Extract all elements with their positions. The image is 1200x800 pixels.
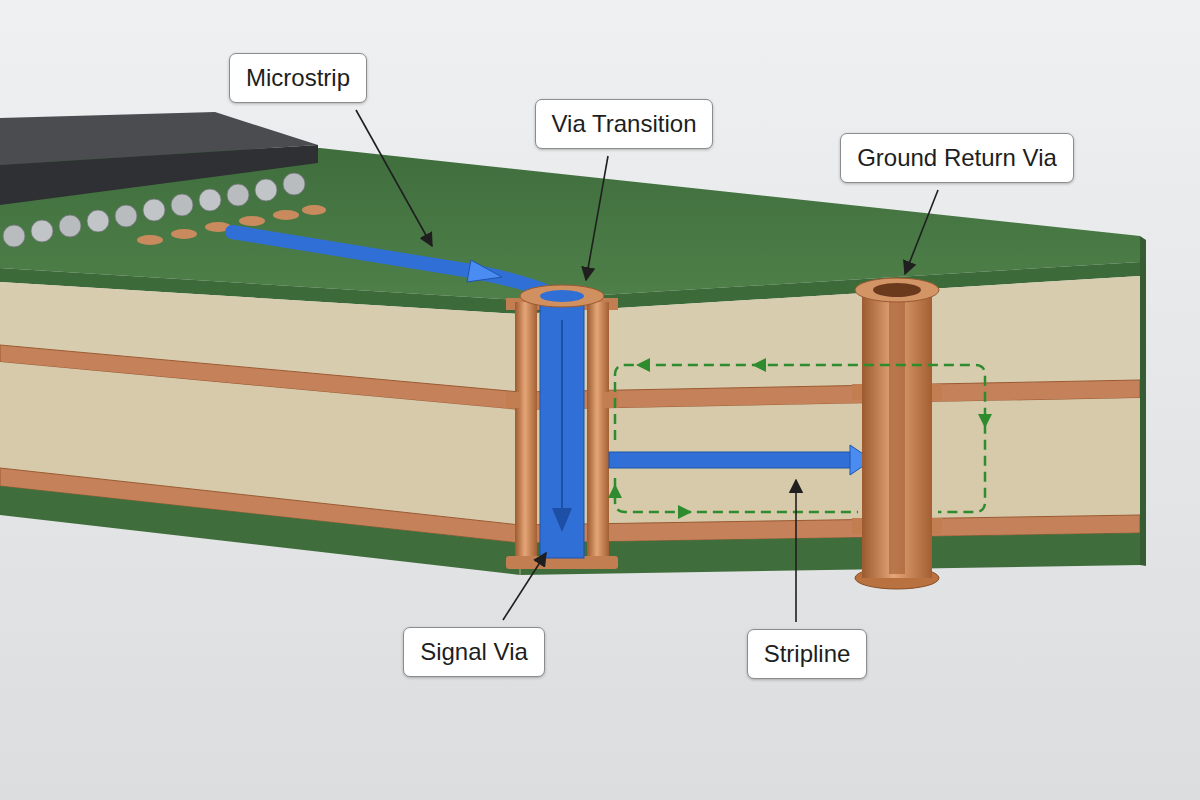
- callout-box: Stripline: [747, 629, 868, 679]
- return-current-path: [615, 365, 985, 512]
- via-pad: [855, 278, 939, 302]
- via-pad: [520, 285, 604, 307]
- microstrip-trace: [232, 232, 548, 292]
- chip-side: [0, 145, 318, 205]
- solder-ball: [283, 173, 305, 195]
- stripline-trace: [609, 452, 852, 468]
- leader-line: [356, 110, 432, 246]
- via-land: [506, 392, 520, 408]
- return-path-line: [615, 478, 858, 512]
- return-arrowhead: [978, 414, 992, 428]
- solder-ball: [227, 184, 249, 206]
- solder-ball: [31, 220, 53, 242]
- via-hole: [873, 283, 921, 297]
- bga-pad: [273, 210, 299, 220]
- solder-ball: [143, 199, 165, 221]
- solder-ball: [59, 215, 81, 237]
- return-arrowhead: [752, 358, 766, 372]
- bga-pad: [302, 205, 326, 215]
- return-path-arrows: [608, 358, 992, 519]
- return-arrowhead: [636, 358, 650, 372]
- callout-box: Ground Return Via: [840, 133, 1074, 183]
- signal-arrowhead: [552, 508, 572, 532]
- callout-label: Ground Return Via: [857, 143, 1057, 173]
- signal-arrowhead: [467, 260, 502, 282]
- ground-via-barrel: [862, 290, 932, 578]
- callout-box: Signal Via: [403, 627, 545, 677]
- signal-via-core: [540, 296, 584, 558]
- return-path-line: [615, 365, 985, 512]
- leader-lines: [356, 110, 938, 622]
- callout-box: Microstrip: [229, 53, 367, 103]
- via-bore: [889, 296, 905, 574]
- leader-line: [905, 190, 938, 274]
- solder-ball: [199, 189, 221, 211]
- board-side-edge: [1140, 236, 1146, 566]
- bga-pad: [137, 235, 163, 245]
- callout-label: Stripline: [764, 639, 851, 669]
- solder-ball: [115, 205, 137, 227]
- bga-pad: [171, 229, 197, 239]
- callout-label: Microstrip: [246, 63, 350, 93]
- leader-line: [503, 553, 546, 620]
- solder-ball: [87, 210, 109, 232]
- bga-pad: [239, 216, 265, 226]
- callout-box: Via Transition: [535, 99, 714, 149]
- leader-line: [795, 480, 797, 622]
- via-hole: [540, 290, 584, 302]
- return-arrowhead: [608, 484, 622, 498]
- leader-line: [586, 156, 608, 280]
- return-arrowhead: [678, 505, 692, 519]
- solder-ball: [255, 179, 277, 201]
- via-barrel: [587, 302, 609, 564]
- via-barrel: [515, 302, 537, 564]
- signal-direction: [561, 320, 563, 510]
- solder-ball: [3, 225, 25, 247]
- callout-label: Signal Via: [420, 637, 528, 667]
- callout-label: Via Transition: [552, 109, 697, 139]
- solder-ball: [171, 194, 193, 216]
